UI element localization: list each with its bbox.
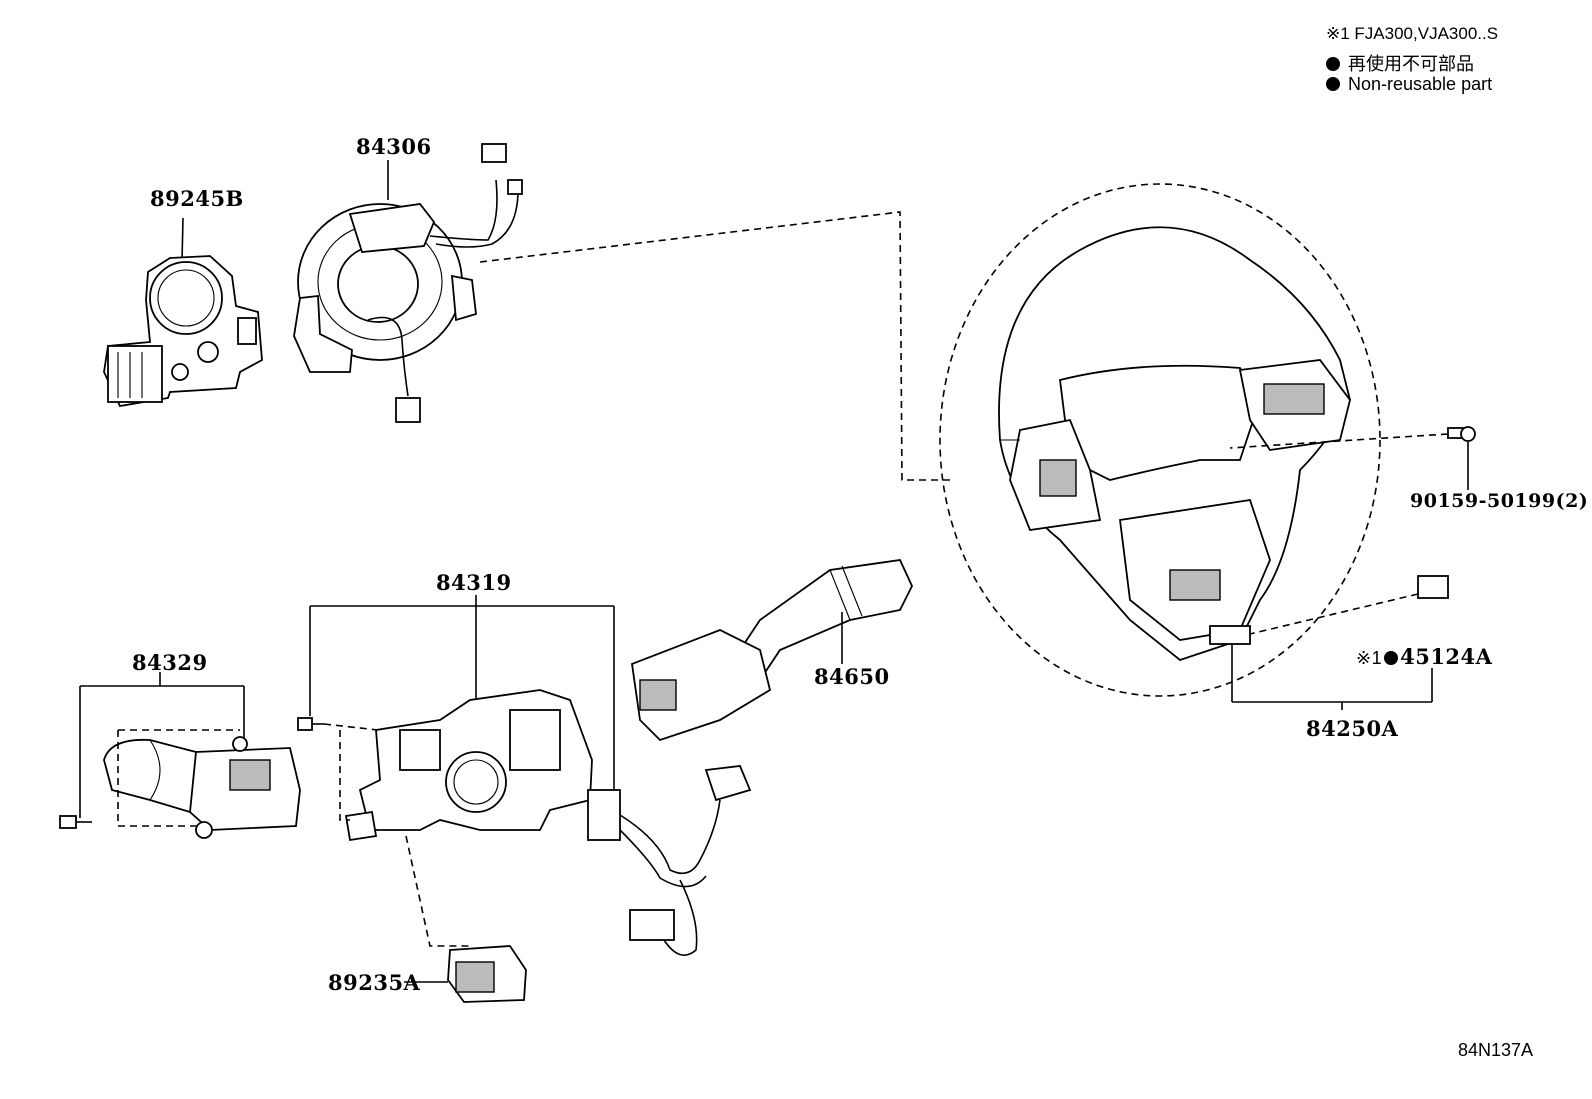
label-84306: 84306 — [356, 134, 432, 159]
label-84250A: 84250A — [1306, 716, 1399, 741]
label-89235A: 89235A — [328, 970, 421, 995]
legend-note-1: ※1 FJA300,VJA300..S — [1326, 24, 1499, 43]
label-84329: 84329 — [132, 650, 208, 675]
wire-harness — [587, 765, 752, 956]
label-45124A-prefix: ※1 — [1356, 648, 1383, 668]
spiral-cable-84306 — [293, 143, 523, 423]
bullet-icon — [1326, 57, 1340, 71]
switch-body-84319 — [297, 595, 615, 842]
legend-non-reusable-en: Non-reusable part — [1326, 74, 1492, 95]
bolt-90159 — [1229, 426, 1476, 490]
label-45124A — [1231, 575, 1449, 710]
wiper-lever-84650 — [631, 559, 913, 742]
steering-wheel-84250A — [939, 183, 1381, 697]
diagram-code: 84N137A — [1458, 1040, 1534, 1060]
legend-non-reusable-en-text: Non-reusable part — [1348, 74, 1493, 94]
light-lever-84329 — [59, 672, 301, 839]
label-84650: 84650 — [814, 664, 890, 689]
label-84319: 84319 — [436, 570, 512, 595]
bullet-icon — [1326, 77, 1340, 91]
label-90159: 90159-50199(2) — [1410, 490, 1589, 512]
label-45124A: ※1 45124A — [1356, 644, 1492, 669]
label-45124A-text: 45124A — [1400, 644, 1493, 669]
non-reusable-dot-icon — [1384, 651, 1399, 665]
sensor-89235A — [404, 835, 527, 1003]
legend-non-reusable-jp: 再使用不可部品 — [1326, 50, 1474, 76]
steering-sensor-89245B — [103, 217, 263, 407]
label-89245B: 89245B — [150, 186, 244, 211]
legend-non-reusable-jp-text: 再使用不可部品 — [1348, 54, 1474, 74]
